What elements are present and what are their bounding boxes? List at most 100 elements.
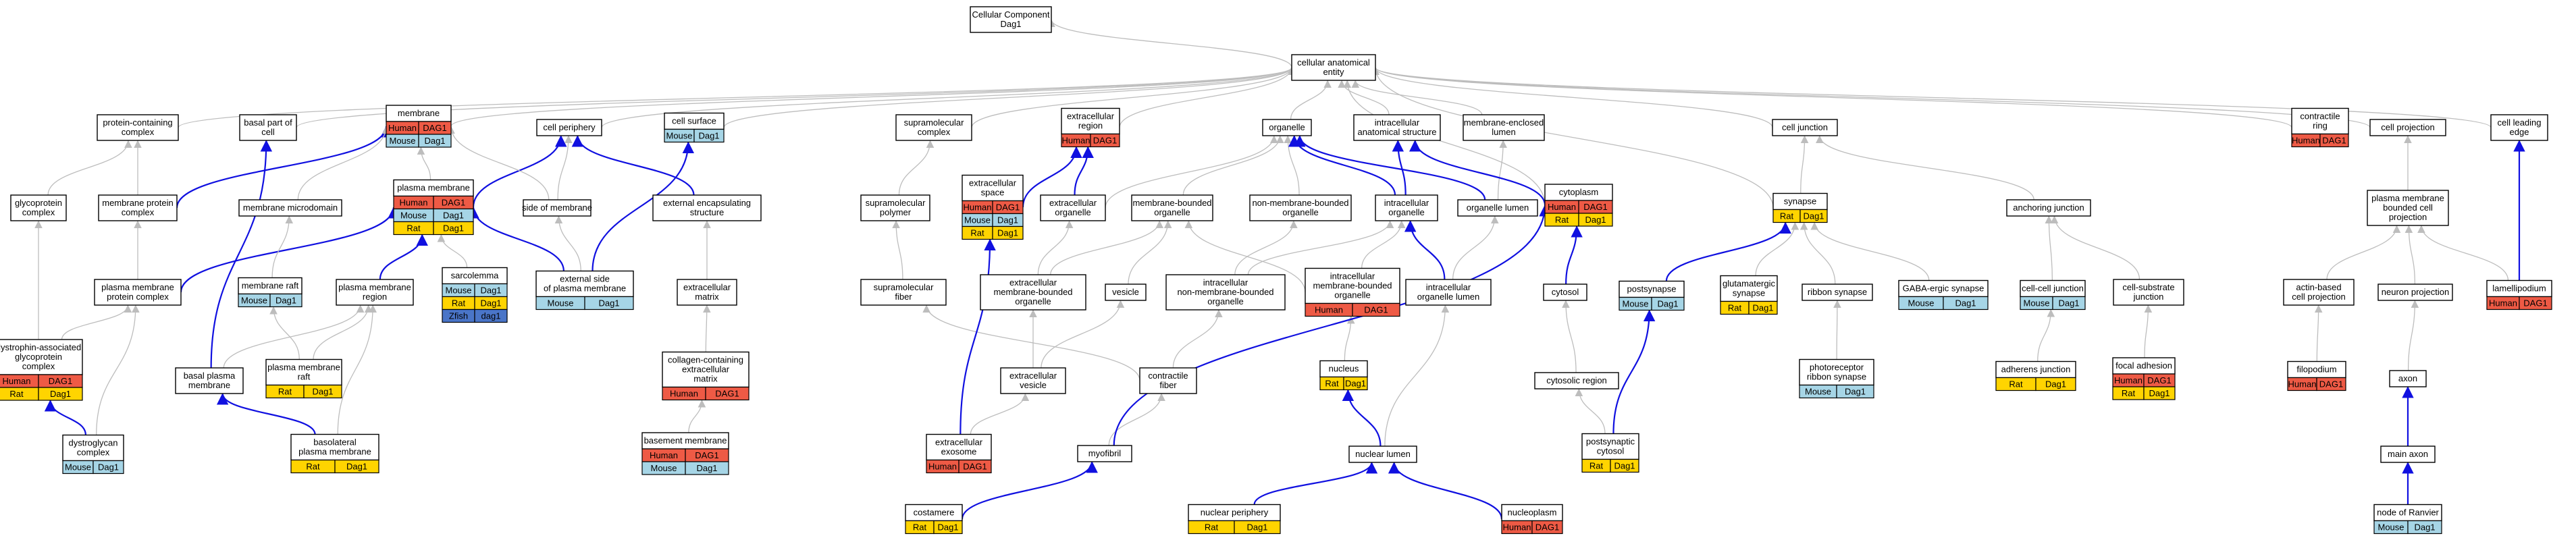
go-term-node-maxon[interactable]: main axon xyxy=(2380,446,2436,463)
go-term-node-cytr[interactable]: cytosolic region xyxy=(1534,372,1619,389)
node-label-line: cell junction xyxy=(1782,122,1828,132)
node-label-line: organelle lumen xyxy=(1417,292,1480,302)
node-box xyxy=(2020,279,2086,298)
node-label-line: structure xyxy=(690,207,725,217)
gene-label: DAG1 xyxy=(695,450,718,460)
go-term-node-aj[interactable]: anchoring junction xyxy=(2006,199,2091,217)
node-label-line: polymer xyxy=(880,207,912,217)
go-term-node-np[interactable]: neuron projection xyxy=(2377,284,2453,301)
go-term-node-axon[interactable]: axon xyxy=(2389,370,2427,387)
go-term-node-cper[interactable]: cell periphery xyxy=(536,119,602,136)
go-term-node-nlum[interactable]: nuclear lumen xyxy=(1348,446,1417,463)
go-term-node-org[interactable]: organelle xyxy=(1262,119,1312,136)
go-term-node-cj[interactable]: cell junction xyxy=(1772,119,1838,136)
go-term-node-mmd[interactable]: membrane microdomain xyxy=(238,199,342,217)
go-term-node-ccem[interactable]: collagen-containingextracellularmatrixHu… xyxy=(662,351,750,401)
go-term-node-dagc[interactable]: dystrophin-associatedglycoproteincomplex… xyxy=(0,339,83,401)
go-term-node-cytosol[interactable]: cytosol xyxy=(1543,284,1587,301)
node-box xyxy=(1000,367,1066,394)
go-term-node-ves[interactable]: vesicle xyxy=(1105,284,1147,301)
go-term-node-cproj[interactable]: cell projection xyxy=(2369,119,2446,136)
species-label: Mouse xyxy=(400,211,427,221)
go-term-node-imbo[interactable]: intracellularnon-membrane-boundedorganel… xyxy=(1165,274,1286,310)
node-label-line: protein complex xyxy=(107,292,169,302)
gene-label: Dag1 xyxy=(997,215,1018,225)
node-label-line: vesicle xyxy=(1020,380,1047,390)
node-label-line: glutamatergic xyxy=(1723,279,1776,289)
node-box xyxy=(386,105,452,122)
go-term-node-myo[interactable]: myofibril xyxy=(1077,445,1132,462)
gene-label: Dag1 xyxy=(1752,303,1773,313)
edge-gray xyxy=(1371,67,1774,209)
go-term-node-rsyn[interactable]: ribbon synapse xyxy=(1802,284,1873,301)
go-term-node-som[interactable]: side of membrane xyxy=(522,199,592,217)
species-label: Human xyxy=(928,462,957,472)
gene-label: Dag1 xyxy=(1246,522,1267,533)
go-term-node-olum[interactable]: organelle lumen xyxy=(1457,199,1538,217)
node-box xyxy=(2373,504,2442,522)
go-term-node-imbo2[interactable]: intracellularmembrane-boundedorganelleHu… xyxy=(1305,267,1400,317)
node-box xyxy=(97,114,179,141)
